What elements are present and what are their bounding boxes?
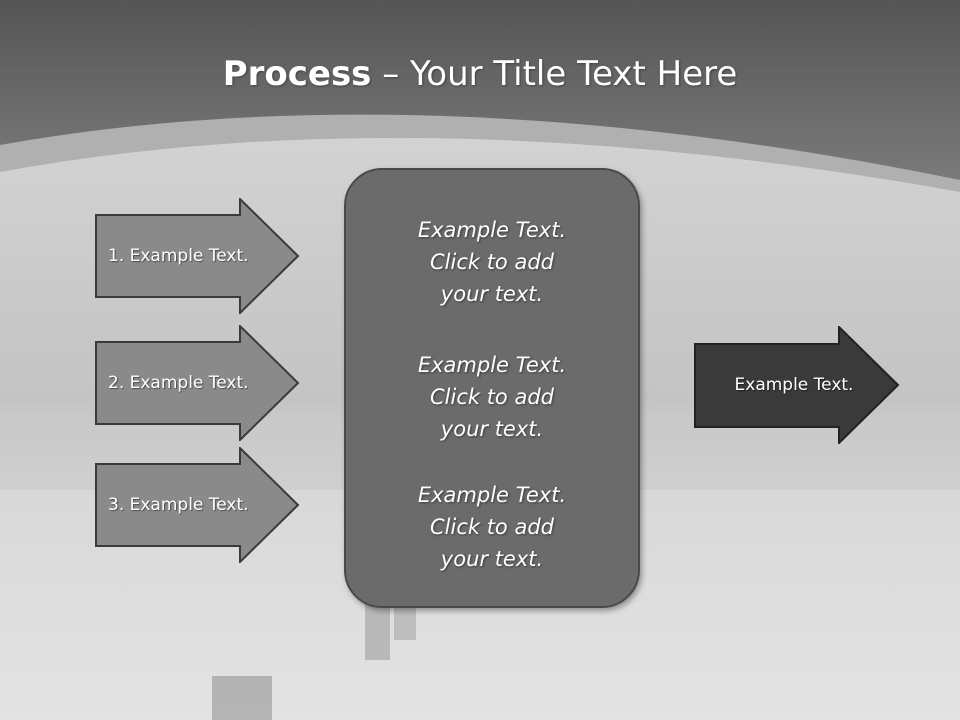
center-content-box[interactable]: Example Text. Click to add your text. Ex…: [344, 168, 640, 608]
center-text-block-2[interactable]: Example Text. Click to add your text.: [346, 349, 638, 445]
output-arrow[interactable]: Example Text.: [694, 326, 900, 444]
center-text-block-3[interactable]: Example Text. Click to add your text.: [346, 479, 638, 575]
block-line: Click to add: [429, 515, 554, 539]
slide-title: Process – Your Title Text Here: [0, 52, 960, 96]
title-rest: – Your Title Text Here: [371, 54, 738, 94]
block-line: your text.: [440, 547, 544, 571]
right-arrow-shape: [694, 326, 900, 444]
right-arrow-shape: [95, 447, 300, 563]
center-text-block-1[interactable]: Example Text. Click to add your text.: [346, 214, 638, 310]
block-line: Example Text.: [417, 483, 567, 507]
step-arrow-2[interactable]: 2. Example Text.: [95, 325, 300, 441]
right-arrow-shape: [95, 325, 300, 441]
block-line: Example Text.: [417, 353, 567, 377]
block-line: Click to add: [429, 385, 554, 409]
step-arrow-3[interactable]: 3. Example Text.: [95, 447, 300, 563]
step-label-3: 3. Example Text.: [108, 495, 249, 515]
right-arrow-shape: [95, 198, 300, 314]
block-line: Example Text.: [417, 218, 567, 242]
block-line: Click to add: [429, 250, 554, 274]
block-line: your text.: [440, 417, 544, 441]
block-line: your text.: [440, 282, 544, 306]
step-label-1: 1. Example Text.: [108, 246, 249, 266]
step-label-2: 2. Example Text.: [108, 373, 249, 393]
output-label: Example Text.: [734, 375, 854, 395]
title-bold: Process: [222, 54, 372, 94]
step-arrow-1[interactable]: 1. Example Text.: [95, 198, 300, 314]
